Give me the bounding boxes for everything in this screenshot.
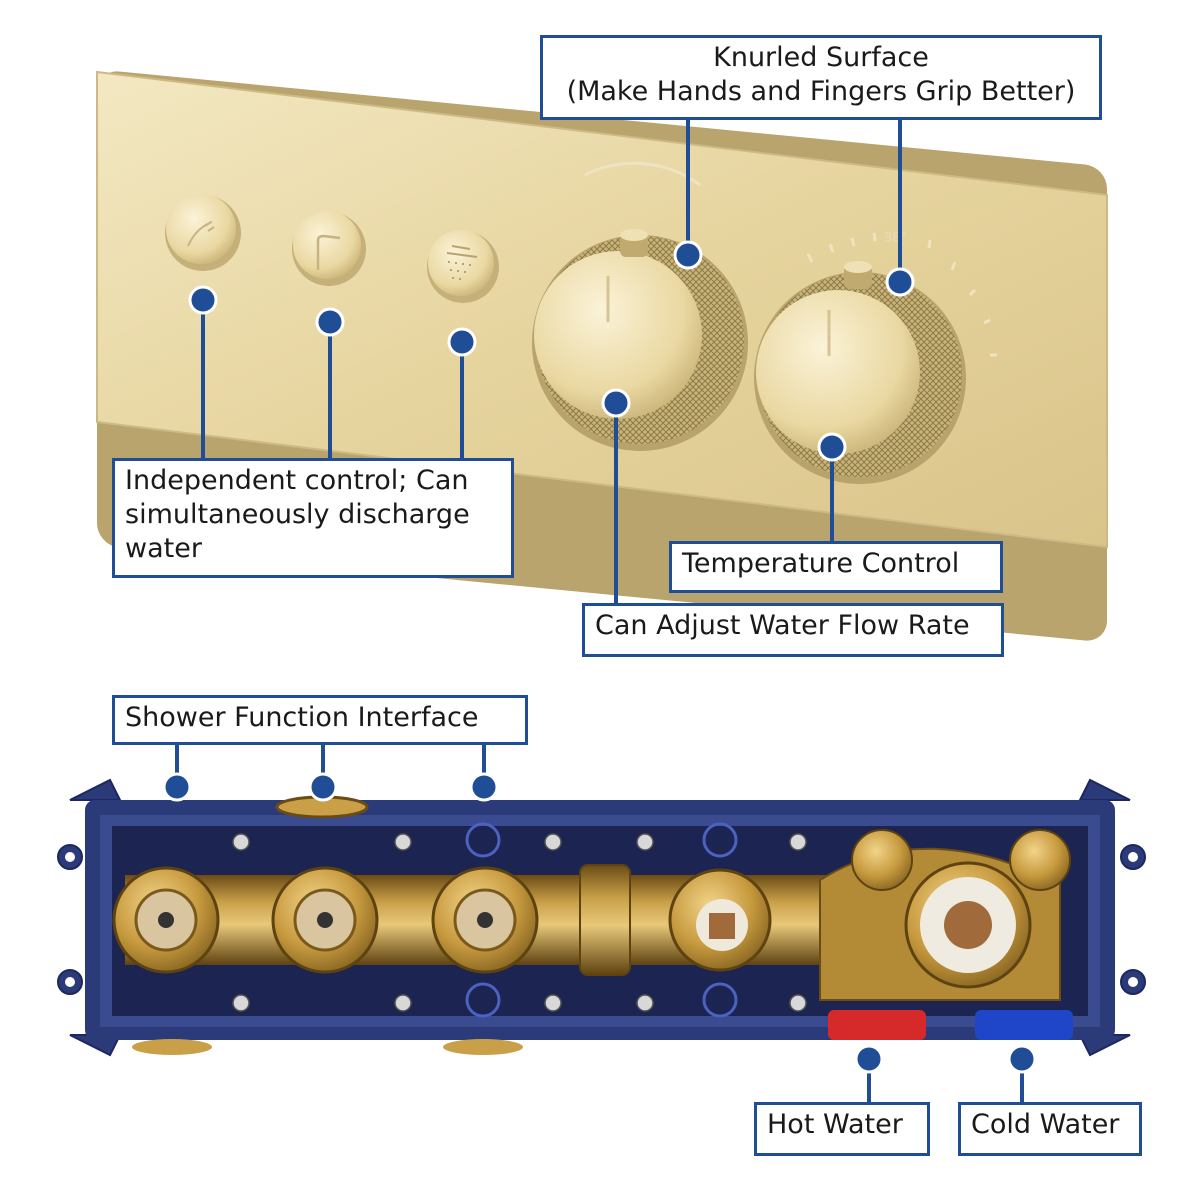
label-independent-line1: Independent control; Can [125, 465, 469, 496]
label-temperature-control: Temperature Control [669, 541, 1003, 593]
label-independent-line3: water [125, 533, 202, 564]
flow-dial [532, 161, 748, 451]
cold-inlet-cap [975, 1010, 1073, 1040]
label-hot-water: Hot Water [754, 1102, 930, 1156]
valve-housing [57, 778, 1146, 1057]
label-independent-line2: simultaneously discharge [125, 499, 470, 530]
spout-icon [316, 234, 341, 270]
callout-dots [162, 240, 1037, 1074]
handheld-shower-icon [187, 221, 215, 247]
label-knurled-surface: Knurled Surface (Make Hands and Fingers … [540, 35, 1102, 120]
label-knurled-title: Knurled Surface [713, 42, 929, 73]
button-rain [427, 230, 499, 303]
dial-marking-38: 38° [884, 231, 907, 246]
hot-inlet-cap [828, 1010, 926, 1040]
label-cold-water: Cold Water [958, 1102, 1142, 1156]
label-knurled-subtitle: (Make Hands and Fingers Grip Better) [566, 76, 1076, 107]
rain-shower-icon [446, 245, 478, 280]
label-independent-control: Independent control; Can simultaneously … [112, 458, 514, 578]
button-spout [292, 211, 366, 286]
button-handheld [165, 194, 241, 271]
label-shower-function-interface: Shower Function Interface [112, 695, 528, 745]
label-flow-rate: Can Adjust Water Flow Rate [582, 603, 1004, 657]
temperature-dial: 38° [754, 231, 997, 484]
